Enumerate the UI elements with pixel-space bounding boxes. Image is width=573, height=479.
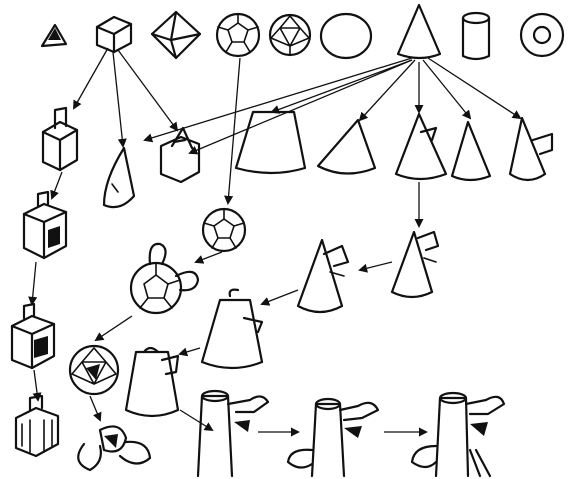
small-pyramid-icon [42,25,66,46]
tall-cone [452,122,490,180]
dodecahedron-copy [203,209,245,251]
small-cone-figure [104,148,134,207]
truncated-cone-mouse [202,290,262,368]
cube-icon [97,17,131,52]
cube-figure-row3 [24,192,66,258]
cylinder-icon [463,13,489,59]
icosahedron-icon [270,15,310,55]
octahedron-icon [152,12,200,58]
cube-with-chimney [43,108,77,170]
cube-with-pyramid-roof [161,128,199,182]
sphere-icon [321,14,371,58]
icosahedron-with-ears [70,346,118,394]
cone-mouse-right [392,232,438,297]
cone-with-nose [510,118,552,180]
torus-icon [521,14,563,56]
cube-figure-row4 [12,304,54,368]
cone-with-ear [396,114,446,179]
truncated-cone [236,112,305,173]
cylinder-mouse-3 [412,393,504,476]
cone-icon [398,5,440,58]
propeller-figure [78,426,150,470]
flat-cone [318,120,375,174]
cylinder-mouse-1 [198,391,268,476]
cone-mouse-middle [298,240,348,312]
dodecahedron-with-ears [131,244,198,313]
cylinder-cone-figure [126,348,178,416]
cylinder-mouse-2 [288,399,378,476]
dodecahedron-icon [217,14,259,56]
cube-figure-row5 [16,396,58,456]
